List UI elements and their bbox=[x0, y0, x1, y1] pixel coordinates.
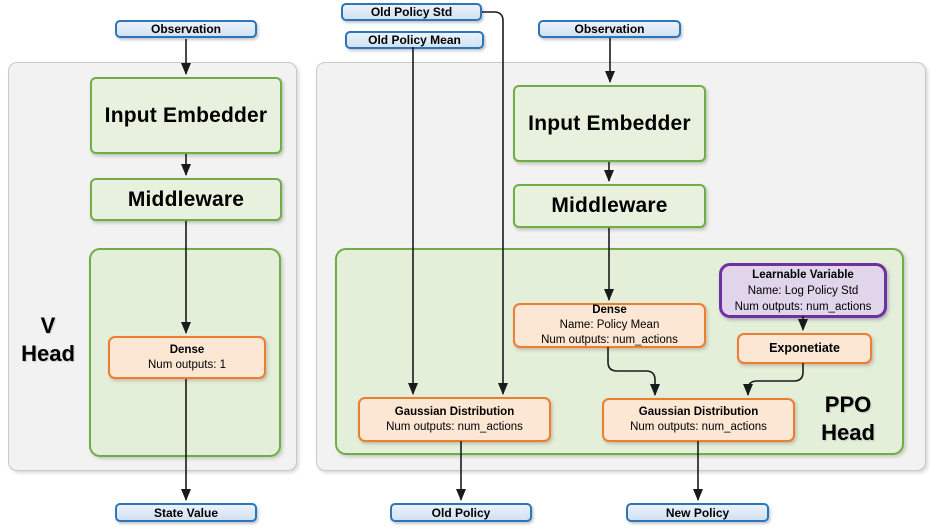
node-gaussian-distribution-new-outputs: Num outputs: num_actions bbox=[630, 421, 767, 433]
node-observation-v-label: Observation bbox=[150, 22, 222, 36]
node-gaussian-distribution-new: Gaussian Distribution Num outputs: num_a… bbox=[602, 398, 795, 442]
node-gaussian-distribution-new-title: Gaussian Distribution bbox=[638, 406, 759, 418]
node-gaussian-distribution-old-title: Gaussian Distribution bbox=[394, 405, 515, 418]
label-v-head-line1: V bbox=[40, 313, 56, 338]
label-ppo-head: PPO Head bbox=[806, 390, 890, 448]
node-learnable-variable-title: Learnable Variable bbox=[752, 268, 854, 281]
node-input-embedder-ppo: Input Embedder bbox=[513, 85, 706, 162]
label-ppo-head-line2: Head bbox=[821, 420, 875, 445]
node-middleware-v-label: Middleware bbox=[127, 187, 245, 211]
node-dense-policy-mean: Dense Name: Policy Mean Num outputs: num… bbox=[513, 303, 706, 348]
node-input-embedder-v: Input Embedder bbox=[90, 77, 282, 154]
node-old-policy: Old Policy bbox=[390, 503, 532, 522]
node-exponetiate: Exponetiate bbox=[737, 333, 872, 364]
node-state-value-label: State Value bbox=[153, 505, 219, 520]
node-dense-v-title: Dense bbox=[169, 343, 205, 356]
node-dense-policy-mean-title: Dense bbox=[592, 304, 627, 316]
node-new-policy-label: New Policy bbox=[665, 505, 730, 520]
node-input-embedder-ppo-label: Input Embedder bbox=[528, 111, 691, 135]
node-learnable-variable-outputs: Num outputs: num_actions bbox=[734, 300, 872, 313]
node-gaussian-distribution-old-outputs: Num outputs: num_actions bbox=[386, 420, 523, 433]
node-dense-v-outputs: Num outputs: 1 bbox=[148, 358, 226, 371]
node-state-value: State Value bbox=[115, 503, 257, 522]
label-ppo-head-line1: PPO bbox=[824, 392, 872, 417]
node-middleware-ppo-label: Middleware bbox=[551, 194, 668, 217]
node-dense-policy-mean-name: Name: Policy Mean bbox=[559, 319, 660, 331]
node-learnable-variable: Learnable Variable Name: Log Policy Std … bbox=[719, 263, 887, 318]
node-dense-v: Dense Num outputs: 1 bbox=[108, 336, 266, 379]
label-v-head-line2: Head bbox=[21, 341, 75, 366]
node-old-policy-std-label: Old Policy Std bbox=[370, 5, 453, 19]
node-old-policy-label: Old Policy bbox=[431, 505, 491, 520]
node-old-policy-mean-label: Old Policy Mean bbox=[368, 33, 461, 47]
node-input-embedder-v-label: Input Embedder bbox=[104, 103, 268, 127]
node-exponetiate-label: Exponetiate bbox=[769, 341, 840, 355]
label-v-head: V Head bbox=[10, 310, 86, 370]
node-dense-policy-mean-outputs: Num outputs: num_actions bbox=[541, 334, 678, 346]
node-learnable-variable-name: Name: Log Policy Std bbox=[747, 284, 859, 297]
node-old-policy-std: Old Policy Std bbox=[341, 3, 482, 21]
node-old-policy-mean: Old Policy Mean bbox=[345, 31, 484, 49]
node-middleware-ppo: Middleware bbox=[513, 184, 706, 228]
node-new-policy: New Policy bbox=[626, 503, 769, 522]
node-observation-ppo-label: Observation bbox=[574, 22, 645, 36]
node-gaussian-distribution-old: Gaussian Distribution Num outputs: num_a… bbox=[358, 397, 551, 442]
node-middleware-v: Middleware bbox=[90, 178, 282, 221]
node-observation-v: Observation bbox=[115, 20, 257, 38]
node-observation-ppo: Observation bbox=[538, 20, 681, 38]
